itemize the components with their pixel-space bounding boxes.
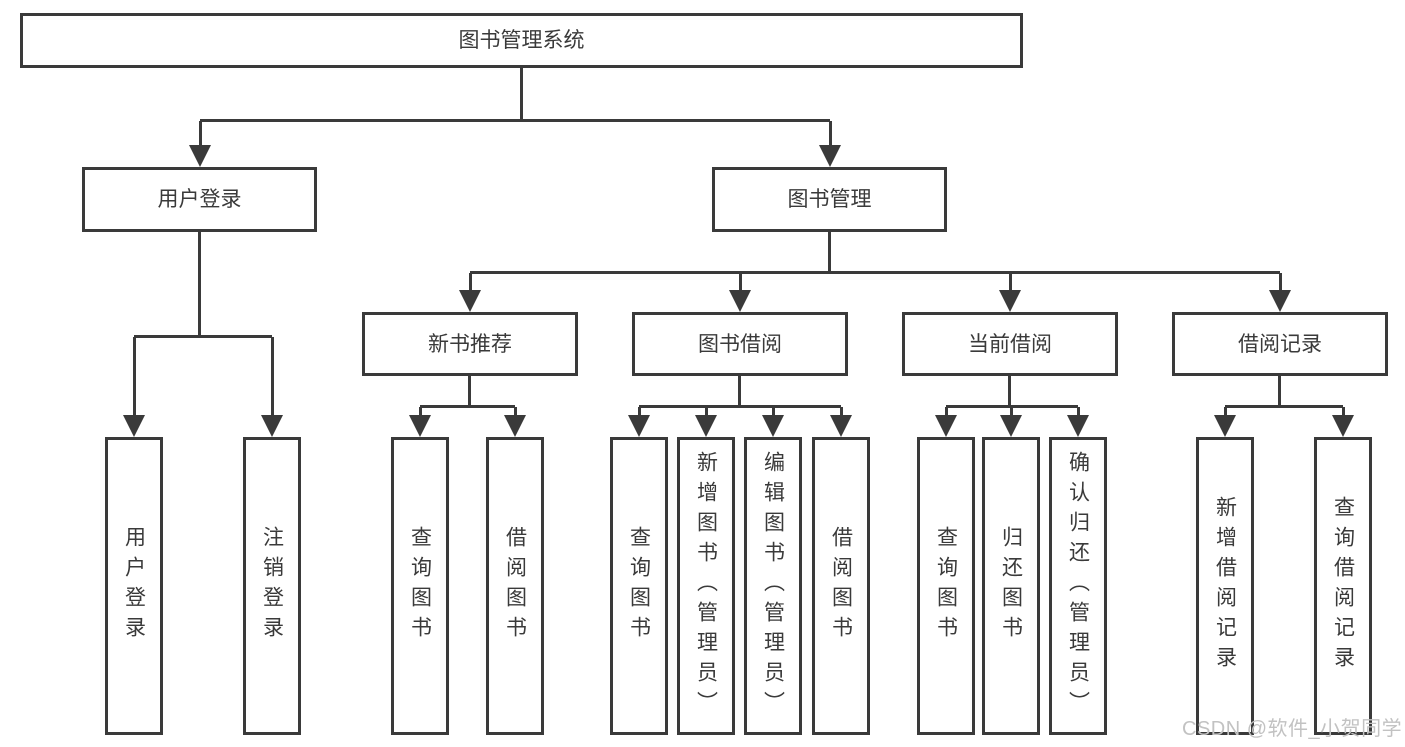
arrow-down-icon — [1067, 407, 1089, 437]
arrow-down-icon — [1269, 273, 1291, 312]
connector-new-book-recommend-stem — [468, 376, 471, 405]
leaf-query-borrow-record: 查询借阅记录 — [1314, 437, 1372, 735]
leaf-query-borrow-record-label: 查询借阅记录 — [1331, 496, 1355, 676]
arrow-down-icon — [1332, 407, 1354, 437]
leaf-add-books-admin: 新增图书（管理员） — [677, 437, 735, 735]
node-user-login: 用户登录 — [82, 167, 317, 232]
connector-user-login-stem — [198, 232, 201, 335]
node-borrowing-records-label: 借阅记录 — [1238, 332, 1322, 356]
node-root: 图书管理系统 — [20, 13, 1023, 68]
node-book-borrowing-label: 图书借阅 — [698, 332, 782, 356]
arrow-down-icon — [819, 121, 841, 167]
arrow-down-icon — [189, 121, 211, 167]
arrow-down-icon — [830, 407, 852, 437]
leaf-current-query-books-label: 查询图书 — [934, 526, 958, 646]
arrow-down-icon — [409, 407, 431, 437]
arrow-down-icon — [935, 407, 957, 437]
node-current-borrowing: 当前借阅 — [902, 312, 1118, 376]
arrow-down-icon — [459, 273, 481, 312]
leaf-borrowing-query-books-label: 查询图书 — [627, 526, 651, 646]
arrow-down-icon — [1214, 407, 1236, 437]
leaf-recommend-query-books-label: 查询图书 — [408, 526, 432, 646]
leaf-add-borrow-record: 新增借阅记录 — [1196, 437, 1254, 735]
arrow-down-icon — [261, 337, 283, 437]
leaf-edit-books-admin: 编辑图书（管理员） — [744, 437, 802, 735]
leaf-recommend-borrow-books-label: 借阅图书 — [503, 526, 527, 646]
node-user-login-label: 用户登录 — [157, 188, 242, 211]
connector-root-stem — [520, 66, 523, 119]
node-new-book-recommend-label: 新书推荐 — [428, 332, 512, 356]
arrow-down-icon — [1000, 407, 1022, 437]
connector-new-book-recommend-bar — [420, 405, 515, 408]
connector-root-bar — [200, 119, 830, 122]
arrow-down-icon — [504, 407, 526, 437]
connector-book-borrowing-bar — [639, 405, 841, 408]
connector-book-management-bar — [470, 271, 1280, 274]
arrow-down-icon — [123, 337, 145, 437]
node-borrowing-records: 借阅记录 — [1172, 312, 1388, 376]
watermark: CSDN @软件_小贺同学 — [1182, 718, 1403, 740]
leaf-borrowing-query-books: 查询图书 — [610, 437, 668, 735]
connector-book-borrowing-stem — [738, 376, 741, 405]
arrow-down-icon — [762, 407, 784, 437]
leaf-user-login: 用户登录 — [105, 437, 163, 735]
leaf-user-login-label: 用户登录 — [122, 526, 146, 646]
node-book-management: 图书管理 — [712, 167, 947, 232]
connector-borrowing-records-stem — [1278, 376, 1281, 405]
leaf-logout-login-label: 注销登录 — [260, 526, 284, 646]
leaf-logout-login: 注销登录 — [243, 437, 301, 735]
leaf-return-books: 归还图书 — [982, 437, 1040, 735]
arrow-down-icon — [999, 273, 1021, 312]
connector-current-borrowing-stem — [1008, 376, 1011, 405]
connector-book-management-stem — [828, 232, 831, 271]
leaf-borrowing-borrow-books: 借阅图书 — [812, 437, 870, 735]
leaf-borrowing-borrow-books-label: 借阅图书 — [829, 526, 853, 646]
arrow-down-icon — [695, 407, 717, 437]
leaf-confirm-return-admin: 确认归还（管理员） — [1049, 437, 1107, 735]
arrow-down-icon — [628, 407, 650, 437]
leaf-recommend-query-books: 查询图书 — [391, 437, 449, 735]
node-root-label: 图书管理系统 — [458, 29, 585, 52]
node-current-borrowing-label: 当前借阅 — [968, 332, 1052, 356]
leaf-add-books-admin-label: 新增图书（管理员） — [694, 451, 718, 721]
node-new-book-recommend: 新书推荐 — [362, 312, 578, 376]
node-book-borrowing: 图书借阅 — [632, 312, 848, 376]
arrow-down-icon — [729, 273, 751, 312]
leaf-current-query-books: 查询图书 — [917, 437, 975, 735]
connector-current-borrowing-bar — [946, 405, 1078, 408]
node-book-management-label: 图书管理 — [787, 188, 872, 211]
leaf-return-books-label: 归还图书 — [999, 526, 1023, 646]
leaf-add-borrow-record-label: 新增借阅记录 — [1213, 496, 1237, 676]
connector-borrowing-records-bar — [1225, 405, 1343, 408]
leaf-edit-books-admin-label: 编辑图书（管理员） — [761, 451, 785, 721]
leaf-recommend-borrow-books: 借阅图书 — [486, 437, 544, 735]
leaf-confirm-return-admin-label: 确认归还（管理员） — [1066, 451, 1090, 721]
connector-user-login-bar — [134, 335, 272, 338]
